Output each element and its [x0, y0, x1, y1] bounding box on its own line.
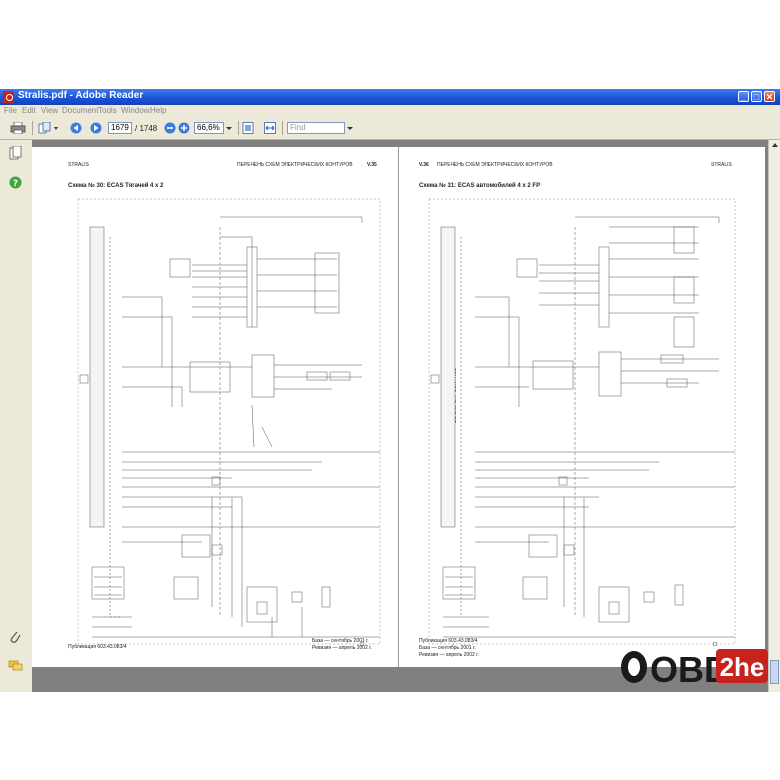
toolbar: 1679 / 1748 66,6% Find: [0, 117, 780, 140]
comments-icon[interactable]: [8, 660, 23, 672]
page-total: / 1748: [135, 124, 158, 133]
wiring-diagram-right: [428, 198, 736, 647]
watermark-suffix: 2he: [720, 652, 765, 682]
page-number-input[interactable]: 1679: [108, 122, 132, 134]
page-footer-right-1: База — сентябрь 2001 г.: [419, 645, 476, 651]
next-page-icon[interactable]: [90, 122, 102, 134]
scheme-title: Схема № 30: ECAS Тягачей 4 x 2: [68, 183, 164, 189]
print-icon[interactable]: [10, 122, 26, 134]
menu-bar: File Edit View Document Tools Window Hel…: [0, 105, 780, 117]
minimize-button[interactable]: _: [738, 91, 749, 102]
title-bar: Stralis.pdf - Adobe Reader _ □ ✕: [0, 89, 780, 105]
fit-width-icon[interactable]: [264, 122, 276, 134]
chevron-down-icon[interactable]: [225, 122, 233, 134]
menu-edit[interactable]: Edit: [22, 106, 36, 115]
pages-panel-icon[interactable]: [9, 146, 22, 160]
menu-tools[interactable]: Tools: [98, 106, 117, 115]
vertical-scrollbar[interactable]: [768, 140, 780, 692]
page-number-label: V.35: [367, 162, 377, 168]
pages-icon[interactable]: [38, 122, 60, 134]
document-area[interactable]: STRALIS ПЕРЕЧЕНЬ СХЕМ ЭЛЕКТРИЧЕСКИХ КОНТ…: [32, 140, 768, 692]
scheme-title: Схема № 31: ECAS автомобилей 4 x 2 FP: [419, 183, 541, 189]
fit-page-icon[interactable]: [242, 122, 254, 134]
svg-text:?: ?: [13, 179, 18, 189]
reader-window: Stralis.pdf - Adobe Reader _ □ ✕ File Ed…: [0, 89, 780, 692]
toolbar-separator: [282, 121, 283, 135]
page-header: ПЕРЕЧЕНЬ СХЕМ ЭЛЕКТРИЧЕСКИХ КОНТУРОВ: [437, 162, 553, 168]
page-footer-right-2: Ревизия — апрель 2002 г.: [419, 652, 479, 658]
page-left: STRALIS ПЕРЕЧЕНЬ СХЕМ ЭЛЕКТРИЧЕСКИХ КОНТ…: [32, 147, 398, 667]
toolbar-separator: [238, 121, 239, 135]
zoom-in-icon[interactable]: [178, 122, 190, 134]
wiring-diagram-left: [77, 198, 381, 647]
page-brand: STRALIS: [68, 162, 89, 168]
menu-help[interactable]: Help: [150, 106, 167, 115]
attachments-icon[interactable]: [9, 630, 22, 644]
adobe-reader-icon: [3, 91, 14, 103]
page-right: V.36 ПЕРЕЧЕНЬ СХЕМ ЭЛЕКТРИЧЕСКИХ КОНТУРО…: [398, 147, 765, 667]
zoom-level-field[interactable]: 66,6%: [194, 122, 224, 134]
previous-page-icon[interactable]: [70, 122, 82, 134]
page-footer-right-1: База — сентябрь 2001 г.: [312, 638, 369, 644]
page-number-label: V.36: [419, 162, 429, 168]
maximize-button[interactable]: □: [751, 91, 762, 102]
menu-view[interactable]: View: [41, 106, 59, 115]
page-footer-right-2: Ревизия — апрель 2002 г.: [312, 645, 372, 651]
zoom-out-icon[interactable]: [164, 122, 176, 134]
obd2he-logo: OBD 2he: [620, 645, 770, 690]
find-dropdown-icon[interactable]: [346, 122, 354, 134]
page-brand: STRALIS: [711, 162, 732, 168]
menu-document[interactable]: Document: [62, 106, 99, 115]
toolbar-separator: [32, 121, 33, 135]
menu-file[interactable]: File: [4, 106, 17, 115]
scroll-up-icon[interactable]: [771, 142, 779, 148]
scroll-thumb[interactable]: [770, 660, 779, 684]
find-input[interactable]: Find: [287, 122, 345, 134]
help-icon[interactable]: ?: [9, 176, 22, 189]
close-button[interactable]: ✕: [764, 91, 775, 102]
navigation-pane: ?: [0, 140, 33, 692]
menu-window[interactable]: Window: [121, 106, 150, 115]
page-header: ПЕРЕЧЕНЬ СХЕМ ЭЛЕКТРИЧЕСКИХ КОНТУРОВ: [237, 162, 353, 168]
page-footer-left: Публикация 603.43.083/4: [68, 644, 127, 650]
window-title: Stralis.pdf - Adobe Reader: [18, 90, 144, 101]
page-footer-left: Публикация 603.43.083/4: [419, 638, 478, 644]
